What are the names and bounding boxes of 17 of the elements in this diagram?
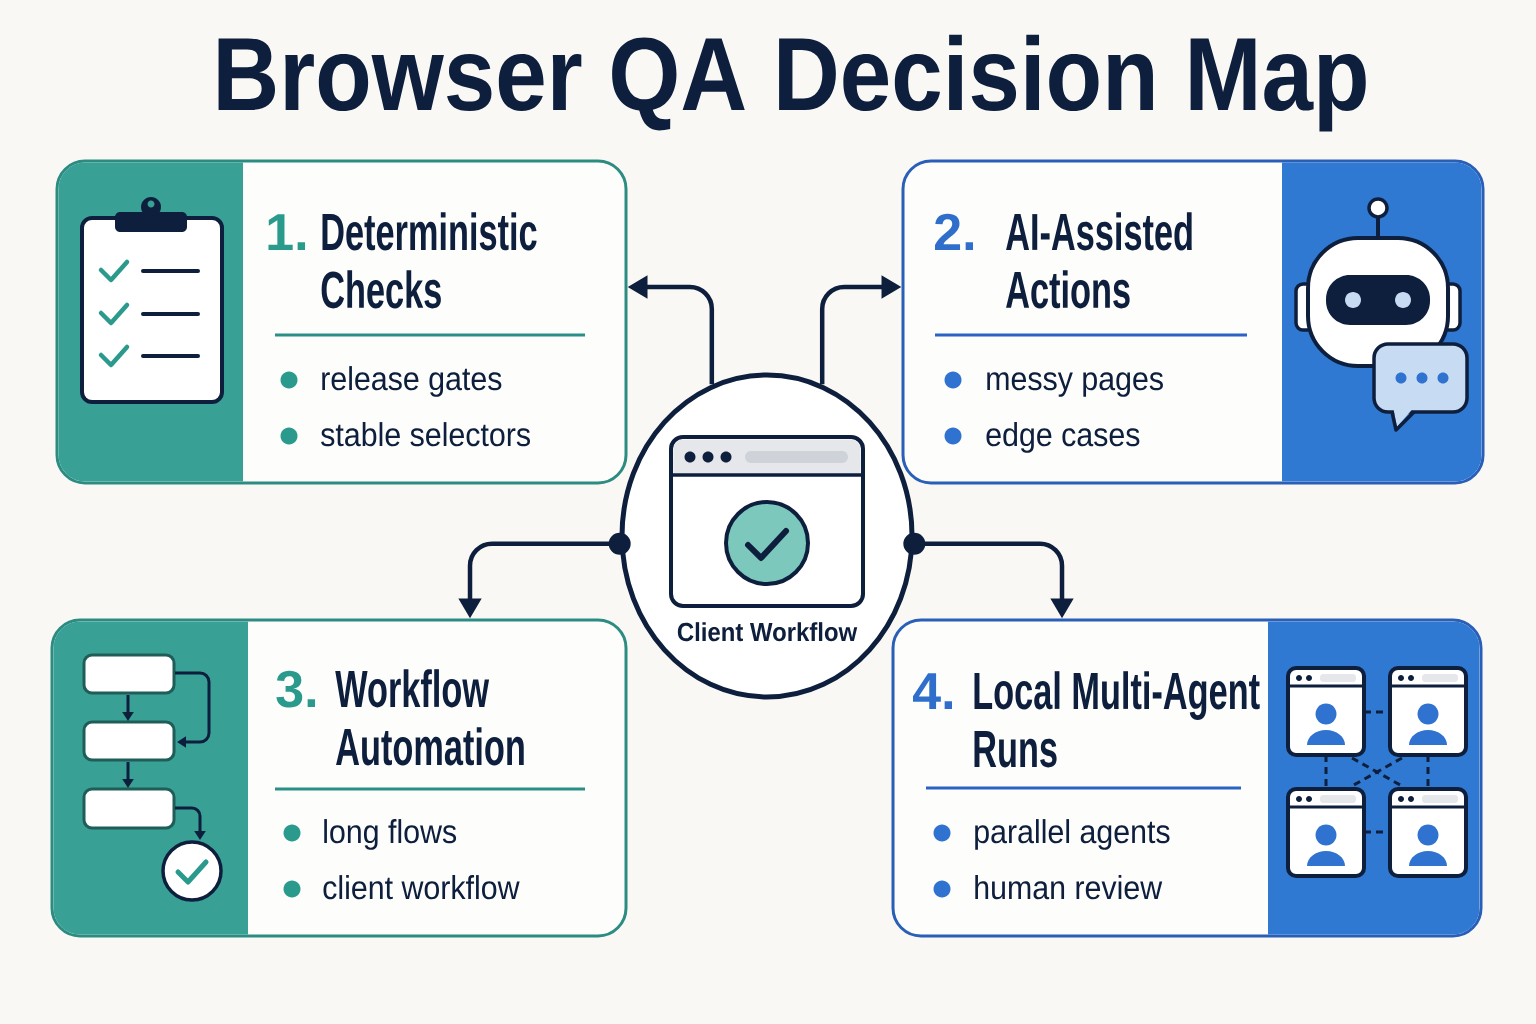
bullet-text: stable selectors bbox=[321, 422, 530, 447]
card-heading: Workflow Automation bbox=[335, 669, 524, 766]
card-heading: AI-Assisted Actions bbox=[1006, 212, 1192, 309]
bullet-text: human review bbox=[975, 875, 1163, 900]
card-heading: Local Multi-Agent Runs bbox=[974, 671, 1260, 768]
step-number: 2. bbox=[935, 213, 973, 250]
step-number: 3. bbox=[276, 670, 315, 708]
bullet-text: messy pages bbox=[987, 372, 1163, 397]
card-heading: Deterministic Checks bbox=[321, 212, 537, 309]
bullet-text: edge cases bbox=[986, 422, 1140, 453]
bullet-text: release gates bbox=[322, 366, 502, 397]
title: Browser QA Decision Map bbox=[218, 34, 1366, 132]
bullet-text: client workflow bbox=[323, 875, 520, 900]
step-number: 1. bbox=[268, 214, 305, 250]
step-number: 4. bbox=[913, 673, 952, 709]
bullet-text: long flows bbox=[324, 819, 457, 850]
bullet-text: parallel agents bbox=[975, 819, 1170, 850]
